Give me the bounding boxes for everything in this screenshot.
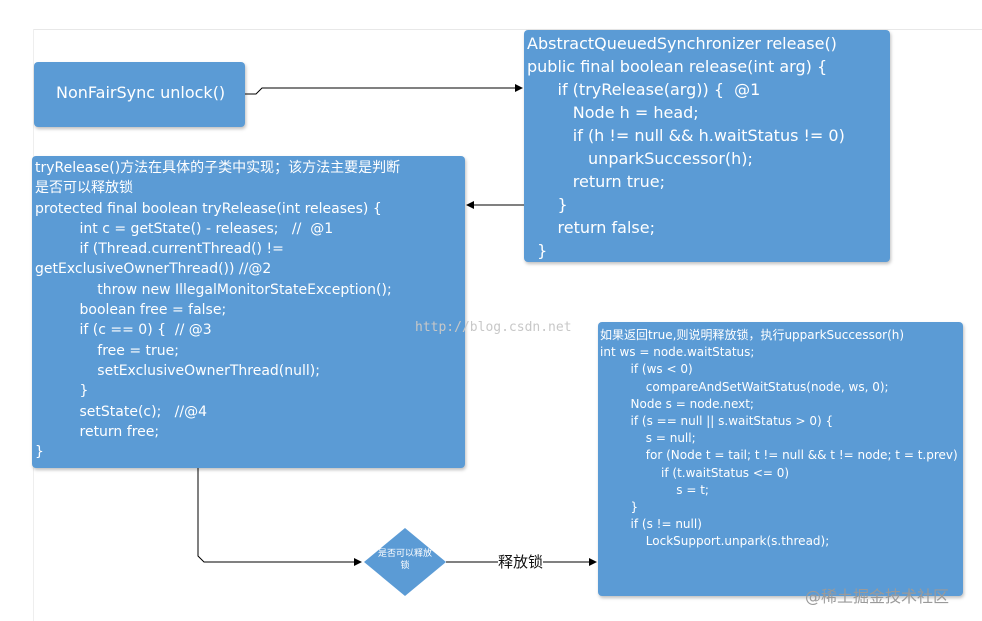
node-text-line: 如果返回true,则说明释放锁，执行upparkSuccessor(h) [600,328,905,342]
node-unpark-successor: 如果返回true,则说明释放锁，执行upparkSuccessor(h) int… [598,322,963,596]
node-text-line: for (Node t = tail; t != null && t != no… [600,448,958,463]
node-text-line: } [527,241,548,260]
node-text-line: int ws = node.waitStatus; [600,345,755,360]
node-text-line: if (Thread.currentThread() != [35,241,284,258]
edge-unlock-to-release [245,84,523,95]
node-text-line: return true; [527,172,666,191]
node-text-line: LockSupport.unpark(s.thread); [600,534,830,549]
node-text-line: if (c == 0) { // @3 [35,322,212,339]
node-text-line: throw new IllegalMonitorStateException()… [35,281,392,298]
decision-label-line: 是否可以释放 [377,549,432,559]
node-text-line: } [35,444,44,461]
node-try-release: tryRelease()方法在具体的子类中实现；该方法主要是判断 是否可以释放锁… [32,156,465,468]
edge-label-release-lock: 释放锁 [498,551,544,572]
node-text-line: if (t.waitStatus <= 0) [600,465,790,480]
decision-label-line: 锁 [400,561,410,571]
node-text-line: s = t; [600,482,709,497]
node-text-line: getExclusiveOwnerThread()) //@2 [35,261,272,278]
node-aqs-release: AbstractQueuedSynchronizer release() pub… [524,30,890,262]
node-text-line: if (h != null && h.waitStatus != 0) [527,126,845,145]
node-text-line: compareAndSetWaitStatus(node, ws, 0); [600,379,889,394]
node-text-line: setState(c); //@4 [35,403,208,420]
node-text-line: free = true; [35,342,179,359]
decision-label: 是否可以释放 锁 [364,548,446,572]
node-text-line: boolean free = false; [35,302,227,319]
node-text-line: if (tryRelease(arg)) { @1 [527,80,761,99]
node-text-line: 是否可以释放锁 [35,180,133,197]
watermark-juejin: @稀土掘金技术社区 [805,587,950,606]
watermark-blog-url: http://blog.csdn.net [415,320,572,335]
node-text-line: if (s != null) [600,517,702,532]
node-text-line: if (s == null || s.waitStatus > 0) { [600,414,834,429]
edge-tryrelease-to-decision [197,468,362,566]
node-text-line: int c = getState() - releases; // @1 [35,220,334,237]
decision-diamond [364,528,446,596]
node-text-line: AbstractQueuedSynchronizer release() [527,34,837,53]
node-text-line: if (ws < 0) [600,362,693,377]
node-text-line: Node h = head; [527,103,699,122]
node-text-line: return free; [35,423,160,440]
node-text-line: } [527,195,568,214]
node-text-line: NonFairSync unlock() [56,83,226,102]
node-text-line: protected final boolean tryRelease(int r… [35,200,382,217]
node-text-line: s = null; [600,431,696,446]
canvas-top-border [33,29,982,30]
node-text-line: tryRelease()方法在具体的子类中实现；该方法主要是判断 [35,160,401,176]
node-text-line: } [600,500,639,515]
node-text-line: public final boolean release(int arg) { [527,57,828,76]
node-nonfairsync-unlock: NonFairSync unlock() [34,62,245,127]
node-text-line: Node s = node.next; [600,396,754,411]
node-text-line: return false; [527,218,655,237]
node-text-line: } [35,383,89,400]
node-text-line: setExclusiveOwnerThread(null); [35,362,320,379]
node-text-line: unparkSuccessor(h); [527,149,753,168]
